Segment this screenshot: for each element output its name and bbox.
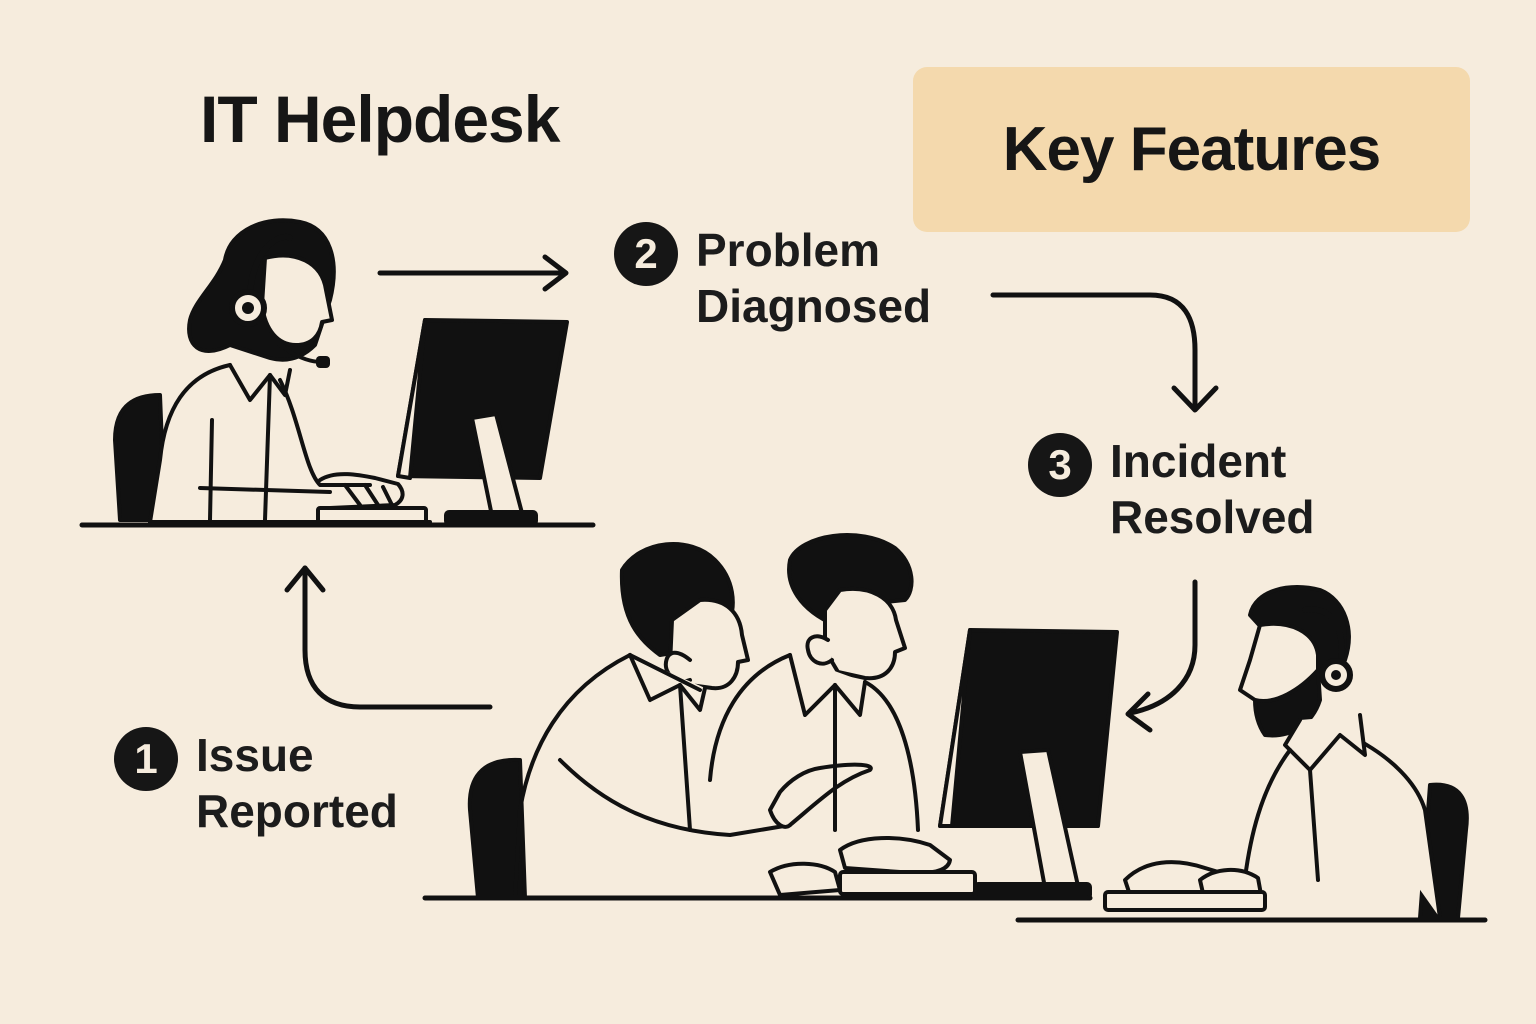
step-label: Incident Resolved [1110, 433, 1315, 545]
step-label-line: Issue [196, 729, 314, 781]
monitor-center-icon [938, 628, 1119, 900]
key-features-badge: Key Features [913, 67, 1470, 232]
arrow-to-step-3 [990, 292, 1198, 411]
step-label: Issue Reported [196, 727, 398, 839]
step-number-badge: 3 [1028, 433, 1092, 497]
step-label-line: Resolved [1110, 491, 1315, 543]
team-at-computer-illustration [422, 533, 1093, 901]
step-incident-resolved: 3 Incident Resolved [1028, 433, 1315, 545]
step-label-line: Problem [696, 224, 881, 276]
step-number-badge: 2 [614, 222, 678, 286]
step-problem-diagnosed: 2 Problem Diagnosed [614, 222, 931, 334]
step-label-line: Diagnosed [696, 280, 932, 332]
step-number-badge: 1 [114, 727, 178, 791]
agent-left-illustration [79, 218, 596, 528]
step-label-line: Reported [196, 785, 398, 837]
page-title: IT Helpdesk [200, 82, 560, 156]
step-issue-reported: 1 Issue Reported [114, 727, 398, 839]
flow-arrows [284, 254, 1219, 733]
step-label-line: Incident [1110, 435, 1287, 487]
arrow-to-agent [302, 565, 493, 710]
monitor-left-icon [396, 318, 569, 526]
agent-right-illustration [1015, 585, 1488, 923]
arrow-to-team [1127, 579, 1198, 716]
key-features-label: Key Features [1002, 115, 1381, 184]
step-label: Problem Diagnosed [696, 222, 931, 334]
